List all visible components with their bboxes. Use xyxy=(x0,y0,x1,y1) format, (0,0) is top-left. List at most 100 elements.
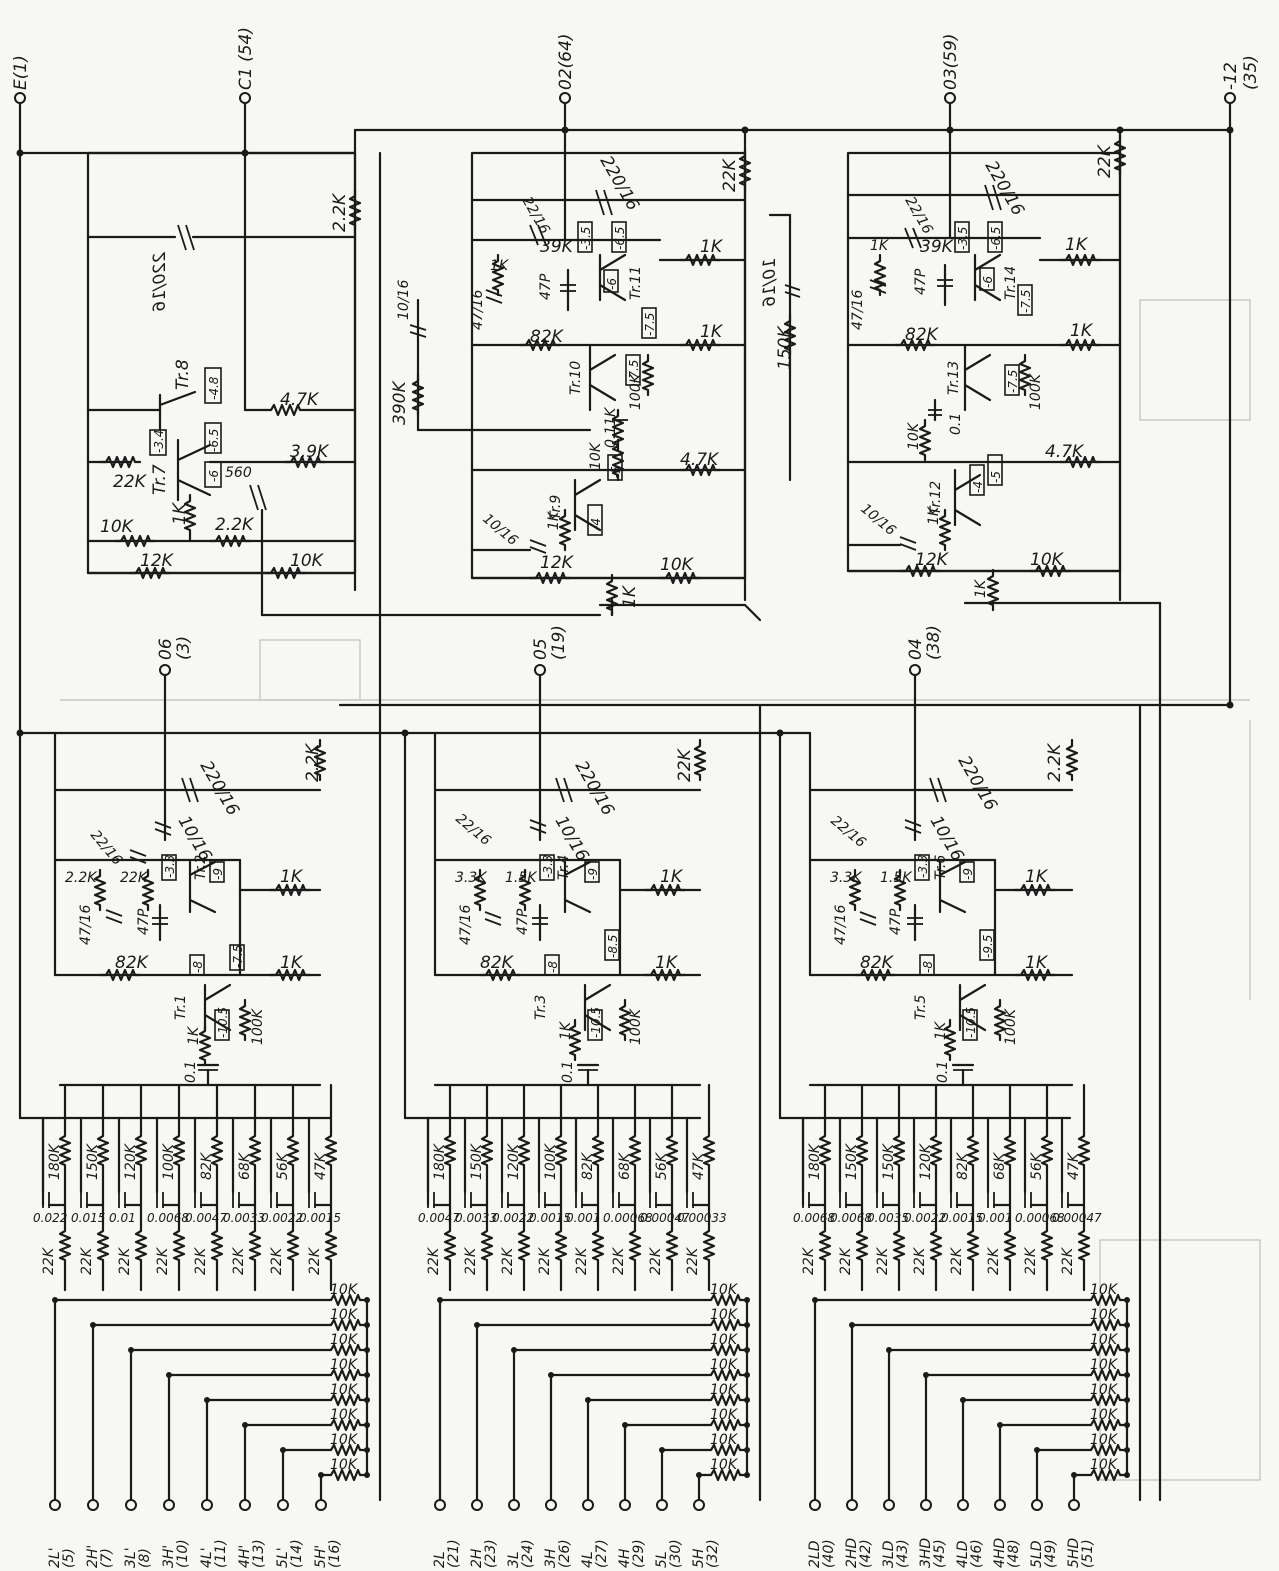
input-terminal[interactable] xyxy=(125,1499,137,1511)
input-pin-label: (16) xyxy=(327,1539,343,1568)
terminal-02[interactable] xyxy=(559,92,571,104)
transistor-label: Tr.7 xyxy=(150,464,170,495)
input-terminal[interactable] xyxy=(49,1499,61,1511)
input-terminal[interactable] xyxy=(163,1499,175,1511)
cap-label: 47P xyxy=(913,268,929,295)
bank-resistor xyxy=(1077,1128,1091,1172)
series-resistor-label: 22K xyxy=(500,1246,516,1275)
terminal-04[interactable] xyxy=(909,664,921,676)
resistor-label: 22K xyxy=(1095,143,1115,178)
bank-capacitor-label: 0.0068 xyxy=(793,1211,835,1225)
terminal-e1[interactable] xyxy=(14,92,26,104)
terminal-03[interactable] xyxy=(944,92,956,104)
series-resistor-label: 22K xyxy=(801,1246,817,1275)
cap-label: 220/16 xyxy=(150,252,170,312)
input-label: 4H xyxy=(617,1548,633,1568)
input-terminal[interactable] xyxy=(315,1499,327,1511)
input-terminal[interactable] xyxy=(846,1499,858,1511)
input-terminal[interactable] xyxy=(582,1499,594,1511)
input-label: 5L xyxy=(654,1551,670,1568)
resistor-label: 10K xyxy=(290,551,325,571)
cap-label: 47P xyxy=(136,908,152,935)
input-terminal[interactable] xyxy=(883,1499,895,1511)
bank-capacitor-label: 0.00068 xyxy=(1015,1211,1065,1225)
mix-resistor-label: 10K xyxy=(710,1282,739,1298)
resistor-label: 1K xyxy=(546,510,562,530)
resistor-label: 150K xyxy=(775,325,795,370)
mix-resistor xyxy=(323,1393,367,1407)
input-label: 5HD xyxy=(1066,1538,1082,1568)
input-terminal[interactable] xyxy=(277,1499,289,1511)
input-terminal[interactable] xyxy=(239,1499,251,1511)
input-pin-label: (51) xyxy=(1080,1539,1096,1568)
input-terminal[interactable] xyxy=(87,1499,99,1511)
terminal-06[interactable] xyxy=(159,664,171,676)
input-terminal[interactable] xyxy=(434,1499,446,1511)
input-terminal[interactable] xyxy=(619,1499,631,1511)
bank-capacitor-label: 0.0047 xyxy=(418,1211,460,1225)
mix-resistor xyxy=(703,1468,747,1482)
bank-capacitor-label: 0.0015 xyxy=(299,1211,341,1225)
input-terminal[interactable] xyxy=(1068,1499,1080,1511)
mix-resistor xyxy=(323,1343,367,1357)
input-terminal[interactable] xyxy=(809,1499,821,1511)
input-label: 4HD xyxy=(992,1538,1008,1568)
terminal-m12[interactable] xyxy=(1224,92,1236,104)
bank-resistor-label: 47K xyxy=(691,1151,707,1180)
mix-resistor xyxy=(1083,1443,1127,1457)
resistor-label: 1K xyxy=(1025,953,1049,973)
input-label: 2L' xyxy=(47,1547,63,1568)
mix-resistor xyxy=(1083,1418,1127,1432)
voltage-label: -8 xyxy=(546,961,560,973)
input-terminal[interactable] xyxy=(994,1499,1006,1511)
resistor-label: 100K xyxy=(628,1007,644,1045)
series-resistor-label: 22K xyxy=(986,1246,1002,1275)
resistor-label: 10K xyxy=(1030,550,1065,570)
bank-resistor-label: 47K xyxy=(1066,1151,1082,1180)
transistor-label: Tr.6 xyxy=(933,855,949,880)
input-terminal[interactable] xyxy=(920,1499,932,1511)
input-terminal[interactable] xyxy=(508,1499,520,1511)
cap-label: 47/16 xyxy=(470,290,486,330)
series-resistor-label: 22K xyxy=(537,1246,553,1275)
stage-tr9-tr10-tr11: 22K 220/16 22/16 39K -3.5 -6.5 1K 10/16 … xyxy=(390,128,801,622)
mix-resistor xyxy=(703,1368,747,1382)
voltage-label: -10.5 xyxy=(964,1007,978,1038)
input-terminal[interactable] xyxy=(201,1499,213,1511)
mix-resistor-label: 10K xyxy=(1090,1382,1119,1398)
cap-label: 0.1 xyxy=(183,1061,199,1083)
bank-resistor-label: 120K xyxy=(506,1142,522,1180)
input-label: 5LD xyxy=(1029,1540,1045,1568)
transistor-label: Tr.5 xyxy=(913,995,929,1020)
cap-label: 220/16 xyxy=(596,153,643,215)
resistor-label: 82K xyxy=(115,953,150,973)
mix-resistor-label: 10K xyxy=(710,1432,739,1448)
mix-resistor xyxy=(323,1368,367,1382)
cap-label: 10/16 xyxy=(479,511,520,549)
resistor-label: 10K xyxy=(906,421,922,450)
input-terminal[interactable] xyxy=(545,1499,557,1511)
input-terminal[interactable] xyxy=(957,1499,969,1511)
input-terminal[interactable] xyxy=(1031,1499,1043,1511)
voltage-label: -6.5 xyxy=(207,429,221,452)
cap-label: 10/16 xyxy=(396,280,412,320)
series-resistor-label: 22K xyxy=(41,1246,57,1275)
cap-label: 10/16 xyxy=(857,501,898,539)
input-pin-label: (29) xyxy=(631,1539,647,1568)
bank-resistor-label: 150K xyxy=(881,1142,897,1180)
series-resistor xyxy=(554,1223,568,1267)
series-resistor xyxy=(892,1223,906,1267)
input-terminal[interactable] xyxy=(693,1499,705,1511)
input-terminal[interactable] xyxy=(656,1499,668,1511)
resistor-label: 12K xyxy=(915,550,950,570)
series-resistor xyxy=(818,1223,832,1267)
resistor-label: 1K xyxy=(620,584,640,608)
terminal-label: (3) xyxy=(174,636,194,660)
input-label: 2LD xyxy=(807,1540,823,1568)
input-terminal[interactable] xyxy=(471,1499,483,1511)
series-resistor xyxy=(1077,1223,1091,1267)
series-resistor-label: 22K xyxy=(1060,1246,1076,1275)
mix-resistor-label: 10K xyxy=(710,1357,739,1373)
terminal-05[interactable] xyxy=(534,664,546,676)
terminal-c1[interactable] xyxy=(239,92,251,104)
